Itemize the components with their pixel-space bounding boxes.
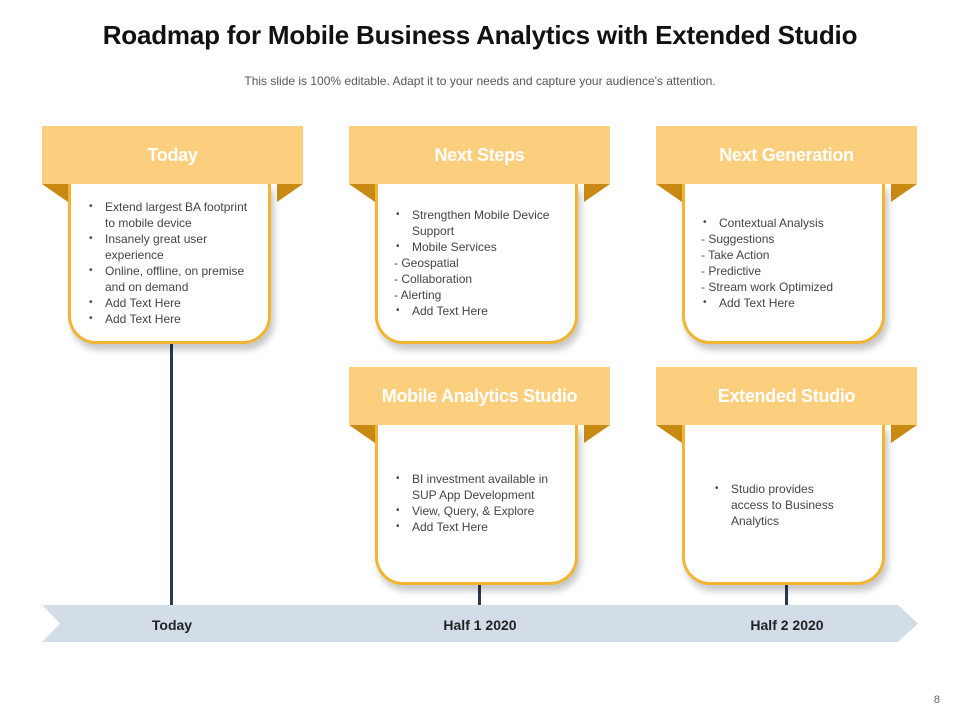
bullet-item: Extend largest BA footprint to mobile de… xyxy=(87,199,260,231)
card-fold-left xyxy=(656,184,682,202)
sub-item: - Collaboration xyxy=(394,271,473,286)
card-fold-left xyxy=(349,184,375,202)
sub-item: - Predictive xyxy=(701,263,762,278)
card-fold-right xyxy=(891,425,917,443)
card-list: BI investment available in SUP App Devel… xyxy=(394,471,567,535)
card-header: Next Steps xyxy=(349,126,610,184)
bullet-item: Add Text Here xyxy=(394,519,567,535)
card-body: Strengthen Mobile Device SupportMobile S… xyxy=(375,184,578,344)
timeline-label-half2: Half 2 2020 xyxy=(750,617,824,633)
card-fold-left xyxy=(42,184,68,202)
card-header: Today xyxy=(42,126,303,184)
bullet-item: Add Text Here xyxy=(394,303,567,319)
bullet-item: Mobile Services xyxy=(394,239,567,255)
sub-item: - Stream work Optimized xyxy=(701,279,834,294)
slide-title: Roadmap for Mobile Business Analytics wi… xyxy=(102,20,858,50)
card-fold-right xyxy=(277,184,303,202)
bullet-item: Add Text Here xyxy=(87,295,260,311)
card-fold-right xyxy=(584,425,610,443)
timeline-arrow-shape xyxy=(42,605,918,642)
card-fold-left xyxy=(656,425,682,443)
bullet-item: Strengthen Mobile Device Support xyxy=(394,207,567,239)
timeline-label-today: Today xyxy=(151,617,193,633)
connector-line-half2 xyxy=(785,583,788,606)
bullet-item: View, Query, & Explore xyxy=(394,503,567,519)
card-body: BI investment available in SUP App Devel… xyxy=(375,425,578,585)
slide-subtitle: This slide is 100% editable. Adapt it to… xyxy=(244,74,716,88)
page-number: 8 xyxy=(933,694,940,706)
card-list: Studio provides access to Business Analy… xyxy=(713,481,852,529)
bullet-item: Insanely great user experience xyxy=(87,231,260,263)
card-body: Studio provides access to Business Analy… xyxy=(682,425,885,585)
card-header: Next Generation xyxy=(656,126,917,184)
sub-item: - Suggestions xyxy=(701,231,775,246)
card-list: Strengthen Mobile Device SupportMobile S… xyxy=(394,207,567,319)
card-body: Extend largest BA footprint to mobile de… xyxy=(68,184,271,344)
card-fold-right xyxy=(891,184,917,202)
card-header: Mobile Analytics Studio xyxy=(349,367,610,425)
timeline-label-half1: Half 1 2020 xyxy=(443,617,517,633)
sub-item: - Alerting xyxy=(394,287,442,302)
bullet-item: Add Text Here xyxy=(701,295,874,311)
card-header: Extended Studio xyxy=(656,367,917,425)
bullet-item: Add Text Here xyxy=(87,311,260,327)
card-list: Contextual Analysis- Suggestions- Take A… xyxy=(701,215,874,311)
card-list: Extend largest BA footprint to mobile de… xyxy=(87,199,260,327)
timeline-arrow xyxy=(42,605,918,642)
bullet-item: BI investment available in SUP App Devel… xyxy=(394,471,567,503)
bullet-item: Online, offline, on premise and on deman… xyxy=(87,263,260,295)
card-fold-right xyxy=(584,184,610,202)
bullet-item: Studio provides access to Business Analy… xyxy=(713,481,852,529)
sub-item: - Geospatial xyxy=(394,255,459,270)
card-body: Contextual Analysis- Suggestions- Take A… xyxy=(682,184,885,344)
connector-line-today xyxy=(170,340,173,606)
sub-item: - Take Action xyxy=(701,247,770,262)
card-fold-left xyxy=(349,425,375,443)
bullet-item: Contextual Analysis xyxy=(701,215,874,231)
connector-line-half1 xyxy=(478,583,481,606)
